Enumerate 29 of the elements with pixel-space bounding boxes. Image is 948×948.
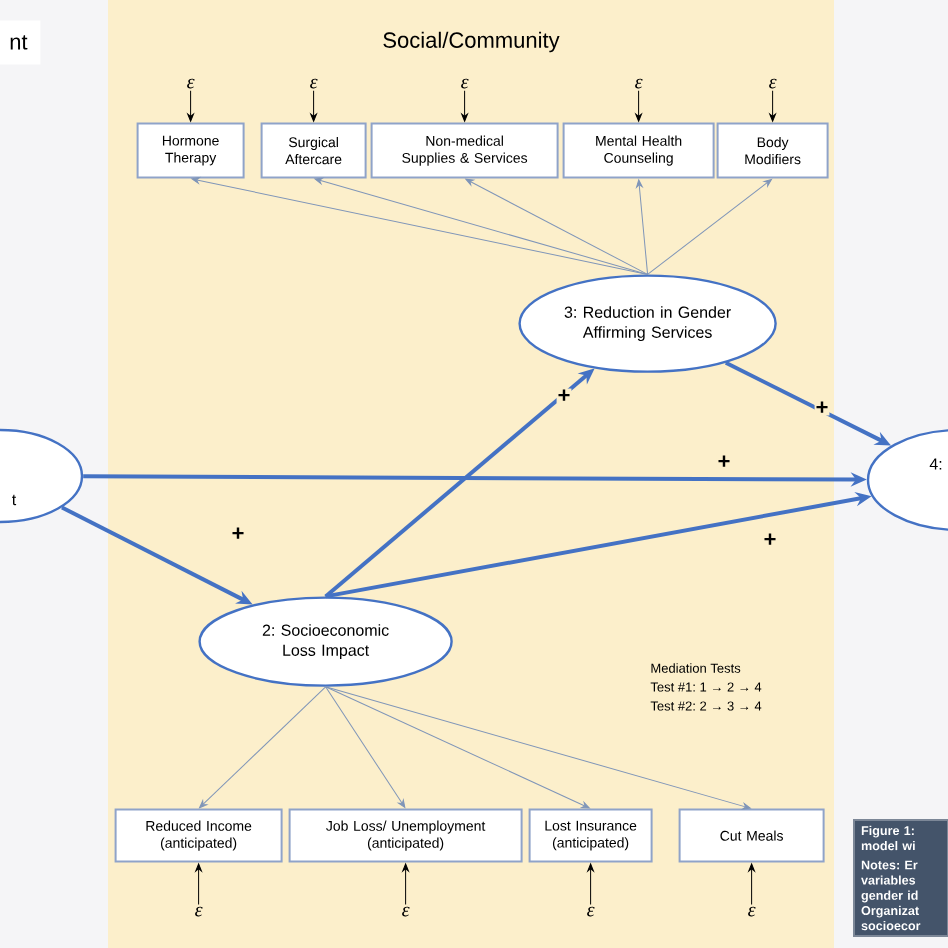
arrow (187, 90, 194, 122)
arrow (769, 90, 776, 122)
arrow (402, 863, 409, 905)
error-term: ε (310, 78, 318, 89)
arrow (195, 863, 202, 905)
arrow (587, 863, 594, 905)
arrow (461, 90, 468, 122)
arrow (325, 686, 406, 808)
error-term: ε (748, 906, 756, 917)
arrow (748, 863, 755, 905)
arrow (314, 177, 649, 275)
arrow (199, 686, 327, 809)
arrow (310, 90, 317, 122)
error-term: ε (461, 78, 469, 89)
error-term: ε (587, 906, 595, 917)
arrow (465, 178, 649, 275)
error-term: ε (187, 78, 195, 89)
arrow (191, 177, 649, 275)
error-term: ε (635, 78, 643, 89)
error-term: ε (769, 78, 777, 89)
arrow (325, 686, 751, 810)
arrow (325, 686, 590, 809)
error-term: ε (195, 906, 203, 917)
heading-tab: nt (0, 20, 41, 65)
arrow (647, 178, 773, 275)
panel-heading: Social/Community (383, 31, 560, 53)
arrow (636, 179, 649, 275)
error-term: ε (402, 906, 410, 917)
arrow (635, 90, 642, 122)
